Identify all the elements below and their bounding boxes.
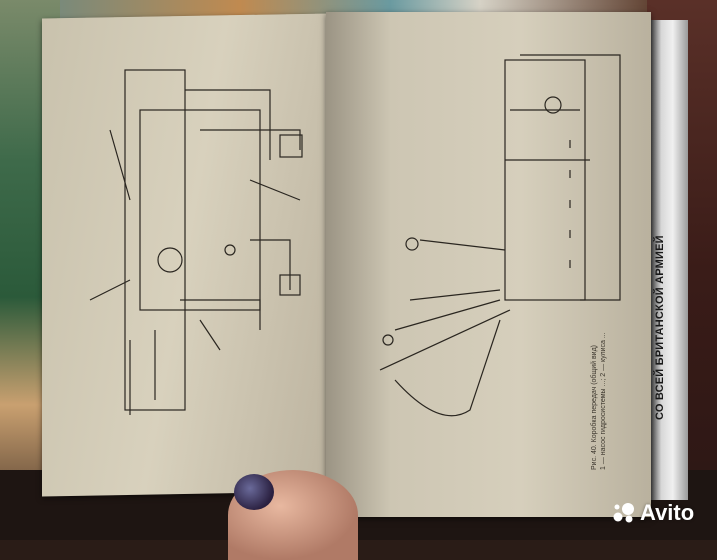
avito-watermark: Avito [612, 500, 694, 526]
avito-dots-icon [613, 503, 634, 523]
left-page-drawing [89, 69, 303, 415]
right-page [326, 12, 651, 517]
technical-drawings [0, 0, 717, 540]
figure-caption-body: 1 — насос гидросистемы ...; 2 — кулиса .… [600, 332, 607, 470]
right-page-drawing [379, 54, 621, 417]
fingernail [234, 474, 274, 510]
avito-label: Avito [640, 500, 695, 525]
figure-caption-title: Рис. 40. Коробка передач (общий вид) [591, 345, 598, 470]
neighbor-book [650, 20, 688, 500]
figure-caption: Рис. 40. Коробка передач (общий вид) 1 —… [590, 332, 608, 470]
